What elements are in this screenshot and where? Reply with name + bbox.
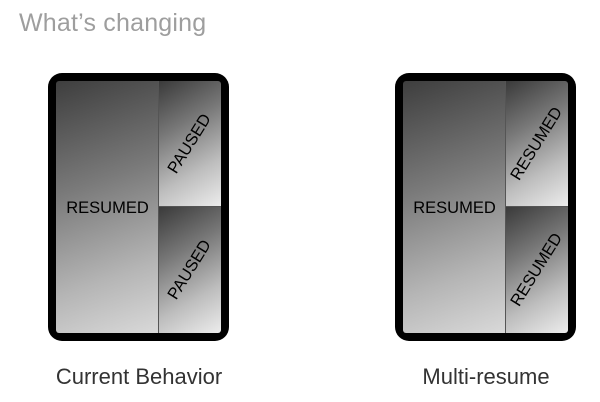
caption-current-behavior: Current Behavior bbox=[55, 364, 223, 389]
bottom-window-pane: RESUMED bbox=[505, 206, 568, 333]
top-window-state-label: RESUMED bbox=[507, 103, 567, 183]
bottom-window-state-label: PAUSED bbox=[164, 236, 215, 303]
page-title: What’s changing bbox=[19, 9, 207, 37]
main-window-pane: RESUMED bbox=[56, 81, 159, 333]
device-multi-resume: RESUMED RESUMED RESUMED bbox=[395, 73, 576, 341]
top-window-pane: RESUMED bbox=[505, 81, 568, 207]
bottom-window-state-label: RESUMED bbox=[507, 229, 567, 310]
bottom-window-pane: PAUSED bbox=[158, 206, 221, 333]
main-window-pane: RESUMED bbox=[403, 81, 506, 333]
caption-multi-resume: Multi-resume bbox=[422, 364, 550, 389]
main-window-state-label: RESUMED bbox=[413, 199, 496, 217]
top-window-state-label: PAUSED bbox=[164, 110, 215, 177]
main-window-state-label: RESUMED bbox=[66, 199, 149, 217]
device-screen: RESUMED RESUMED RESUMED bbox=[403, 81, 568, 333]
top-window-pane: PAUSED bbox=[158, 81, 221, 207]
device-current-behavior: RESUMED PAUSED PAUSED bbox=[48, 73, 229, 341]
device-screen: RESUMED PAUSED PAUSED bbox=[56, 81, 221, 333]
